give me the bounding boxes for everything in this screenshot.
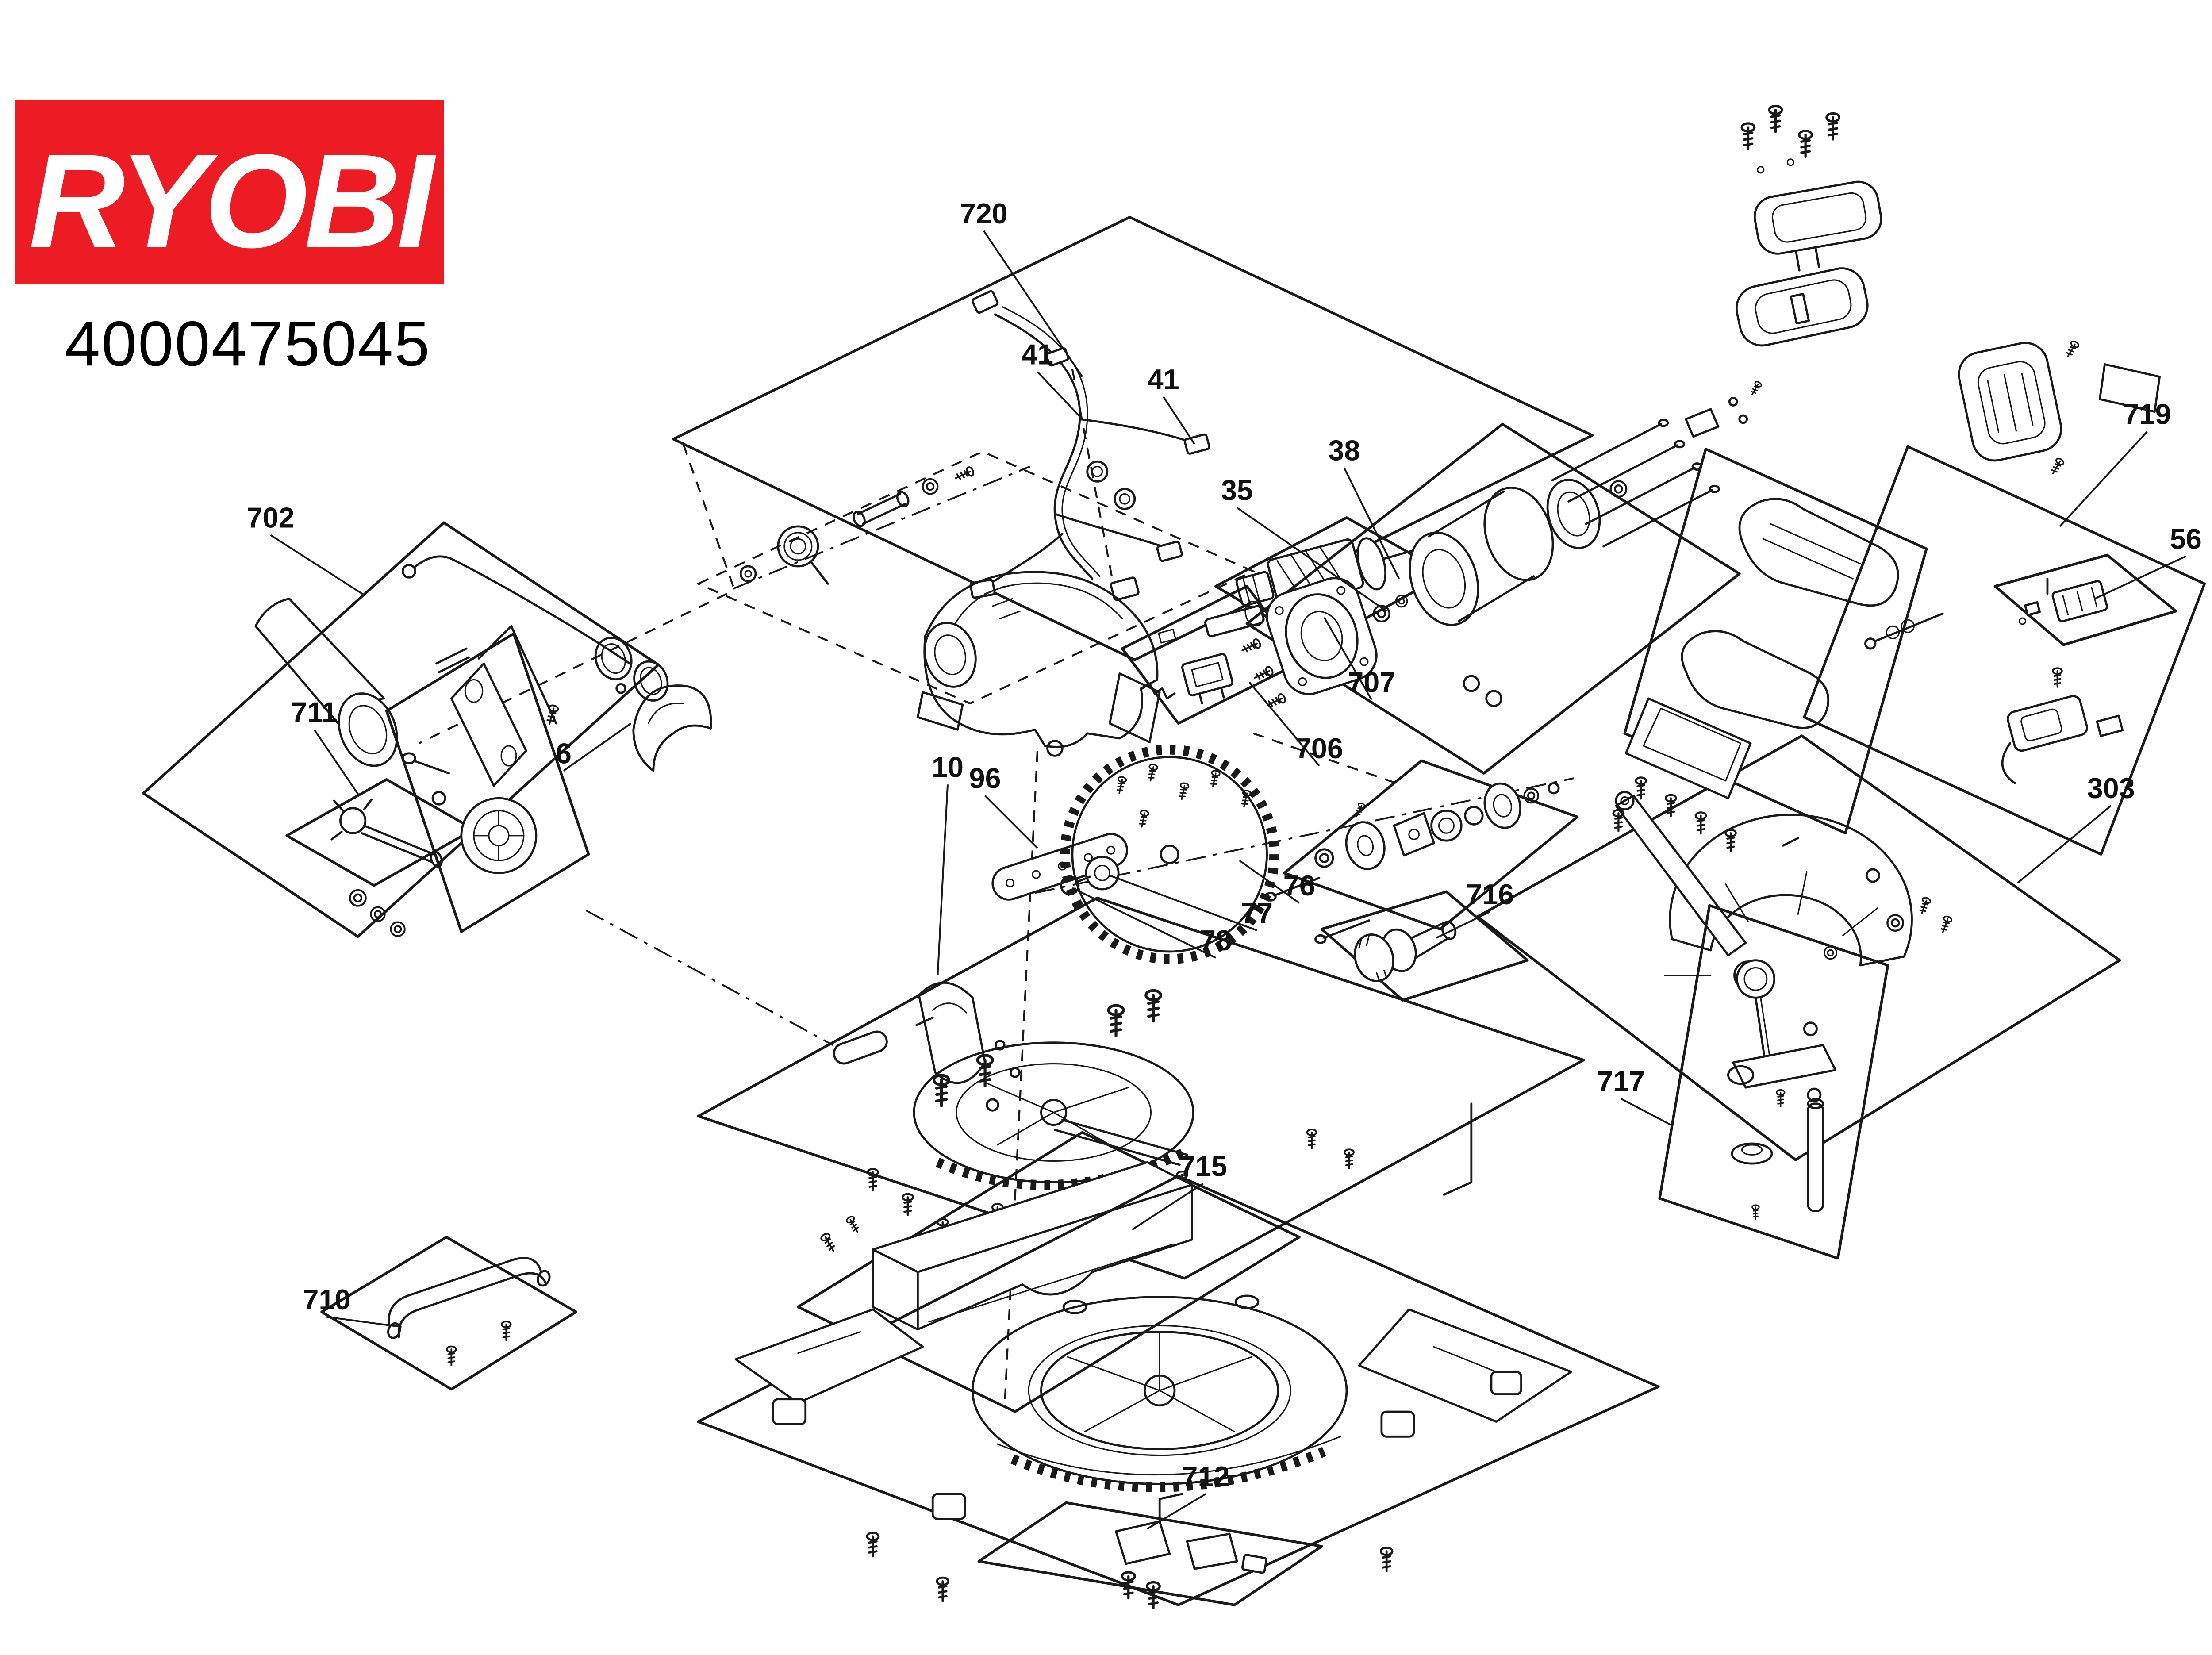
part-callouts: 720 41 41 38 35 702 711 6 10 707 706 76 77 78 96 716 719… xyxy=(247,197,2202,1530)
hex-key xyxy=(1443,1102,1473,1196)
part-label-38: 38 xyxy=(1328,434,1360,466)
part-label-77: 77 xyxy=(1241,897,1273,929)
part-6-fan-shroud xyxy=(615,683,712,772)
assembly-spindle-gear xyxy=(1264,759,1579,944)
assembly-715-fence xyxy=(796,991,1301,1413)
assembly-96-kerf-plate xyxy=(991,763,1252,901)
leader-line-710 xyxy=(326,1316,402,1328)
leader-line-720 xyxy=(983,230,1083,377)
assembly-706-switch xyxy=(1121,585,1305,725)
part-label-41: 41 xyxy=(1022,338,1053,370)
assembly-303-lower-guard xyxy=(1476,734,2121,1161)
leader-line-6 xyxy=(563,722,632,772)
assembly-716-lock-knob xyxy=(1320,890,1529,1002)
part-label-35: 35 xyxy=(1221,474,1253,507)
dashed-reference-panel xyxy=(696,450,1256,705)
assembly-saw-head-housing xyxy=(917,571,1161,757)
part-label-76: 76 xyxy=(1283,869,1315,902)
assembly-720-wiring-harness xyxy=(672,215,1594,661)
part-label-715: 715 xyxy=(1179,1150,1227,1182)
assembly-38-motor xyxy=(1240,380,1763,775)
assembly-turntable xyxy=(697,896,1585,1280)
assembly-710-carry-handle xyxy=(320,1236,578,1391)
part-78-arbor-bolt xyxy=(1060,875,1091,895)
part-label-41: 41 xyxy=(1148,363,1179,396)
leader-line-76 xyxy=(1239,860,1300,904)
ryobi-logo-text: RYOBI xyxy=(29,126,437,275)
leader-line-77 xyxy=(1109,875,1257,931)
part-label-6: 6 xyxy=(556,737,572,769)
ryobi-logo xyxy=(15,100,444,285)
assembly-motor-cap xyxy=(1958,339,2161,476)
assembly-76-saw-blade xyxy=(1060,745,1279,964)
part-label-717: 717 xyxy=(1597,1065,1645,1098)
part-label-711: 711 xyxy=(291,696,338,728)
trigger-assembly xyxy=(2001,667,2124,784)
base-feet xyxy=(772,1371,1522,1520)
assembly-719-switch xyxy=(1803,445,2206,856)
leader-line-41 xyxy=(1037,371,1083,420)
leader-line-719 xyxy=(2059,431,2148,527)
leader-line-711 xyxy=(313,729,360,796)
assembly-base xyxy=(697,1175,1660,1606)
part-label-303: 303 xyxy=(2087,772,2135,804)
assembly-712-brackets xyxy=(977,1493,1323,1608)
leader-line-10 xyxy=(937,784,949,975)
part-label-719: 719 xyxy=(2123,398,2171,430)
part-label-720: 720 xyxy=(960,197,1008,230)
harness-connectors xyxy=(969,290,1210,601)
part-label-710: 710 xyxy=(303,1283,350,1316)
motor-through-bolts xyxy=(1551,419,1720,548)
leader-line-712 xyxy=(1147,1493,1206,1530)
leader-line-706 xyxy=(1248,681,1320,767)
part-label-56: 56 xyxy=(2170,523,2202,555)
assembly-handle-housing xyxy=(1613,448,1944,851)
part-label-707: 707 xyxy=(1348,666,1395,699)
leader-line-35 xyxy=(1236,507,1387,612)
part-label-716: 716 xyxy=(1466,878,1514,910)
assembly-battery-covers xyxy=(1735,106,1882,347)
part-label-78: 78 xyxy=(1200,924,1232,956)
part-label-10: 10 xyxy=(932,751,964,783)
leader-line-707 xyxy=(1323,617,1373,700)
switch-sub-panel xyxy=(1993,553,2177,646)
leader-line-715 xyxy=(1132,1183,1204,1231)
leader-line-702 xyxy=(270,534,365,596)
leader-line-38 xyxy=(1343,467,1400,580)
part-77-outer-flange xyxy=(1085,856,1120,891)
name-plate xyxy=(2098,363,2161,413)
leader-line-78 xyxy=(1072,887,1216,959)
assembly-702-dust-chute xyxy=(142,521,669,938)
part-label-712: 712 xyxy=(1182,1460,1229,1493)
leader-line-717 xyxy=(1621,1098,1671,1126)
brand-header: RYOBI 4000475045 xyxy=(15,100,444,379)
leader-line-716 xyxy=(1436,910,1490,939)
part-label-702: 702 xyxy=(247,502,295,534)
leader-line-56 xyxy=(2094,555,2186,600)
leader-line-96 xyxy=(984,795,1038,849)
assembly-717-work-clamp xyxy=(1658,904,1889,1260)
leader-line-41 xyxy=(1163,396,1195,445)
warning-label-plate xyxy=(917,691,964,731)
leader-line-303 xyxy=(2017,805,2112,884)
part-label-96: 96 xyxy=(969,762,1001,795)
assembly-pivot-arm xyxy=(385,625,590,933)
model-number: 4000475045 xyxy=(65,308,431,379)
part-label-706: 706 xyxy=(1295,732,1343,764)
assembly-pivot-spring xyxy=(739,465,976,585)
